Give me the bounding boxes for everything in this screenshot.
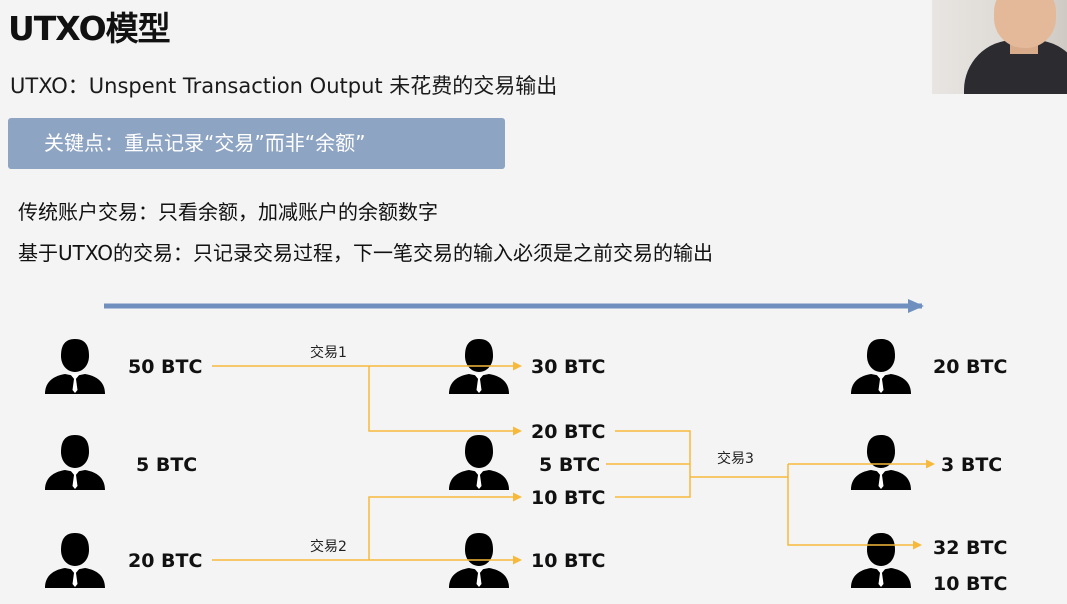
- btc-value: 10 BTC: [531, 487, 605, 509]
- btc-value: 32 BTC: [933, 537, 1007, 559]
- tx3-output-branch: [787, 464, 922, 550]
- webcam-video: [932, 0, 1067, 94]
- tx3-label: 交易3: [717, 450, 754, 467]
- person-icon: [851, 339, 911, 394]
- subtitle: UTXO：Unspent Transaction Output 未花费的交易输出: [10, 74, 558, 98]
- tx2-branch-line: [368, 492, 522, 560]
- tx2-label: 交易2: [310, 538, 347, 555]
- page-title: UTXO模型: [8, 9, 171, 48]
- person-icon: [449, 435, 509, 490]
- btc-value: 5 BTC: [539, 454, 600, 476]
- btc-value: 20 BTC: [128, 550, 202, 572]
- tx1-branch-line: [368, 366, 522, 436]
- traditional-account-text: 传统账户交易：只看余额，加减账户的余额数字: [18, 200, 438, 224]
- btc-value: 20 BTC: [531, 421, 605, 443]
- person-icon: [851, 435, 911, 490]
- btc-value: 30 BTC: [531, 356, 605, 378]
- person-icon: [45, 339, 105, 394]
- keypoint-banner: 关键点：重点记录“交易”而非“余额”: [8, 118, 505, 169]
- person-icon: [851, 533, 911, 588]
- presenter-head: [994, 0, 1056, 48]
- btc-value: 20 BTC: [933, 356, 1007, 378]
- btc-value: 3 BTC: [941, 454, 1002, 476]
- person-icon: [45, 435, 105, 490]
- btc-value: 10 BTC: [933, 573, 1007, 595]
- tx1-label: 交易1: [310, 344, 347, 361]
- utxo-transaction-text: 基于UTXO的交易：只记录交易过程，下一笔交易的输入必须是之前交易的输出: [18, 241, 714, 265]
- btc-value: 5 BTC: [136, 454, 197, 476]
- person-icon: [45, 533, 105, 588]
- btc-value: 50 BTC: [128, 356, 202, 378]
- btc-value: 10 BTC: [531, 550, 605, 572]
